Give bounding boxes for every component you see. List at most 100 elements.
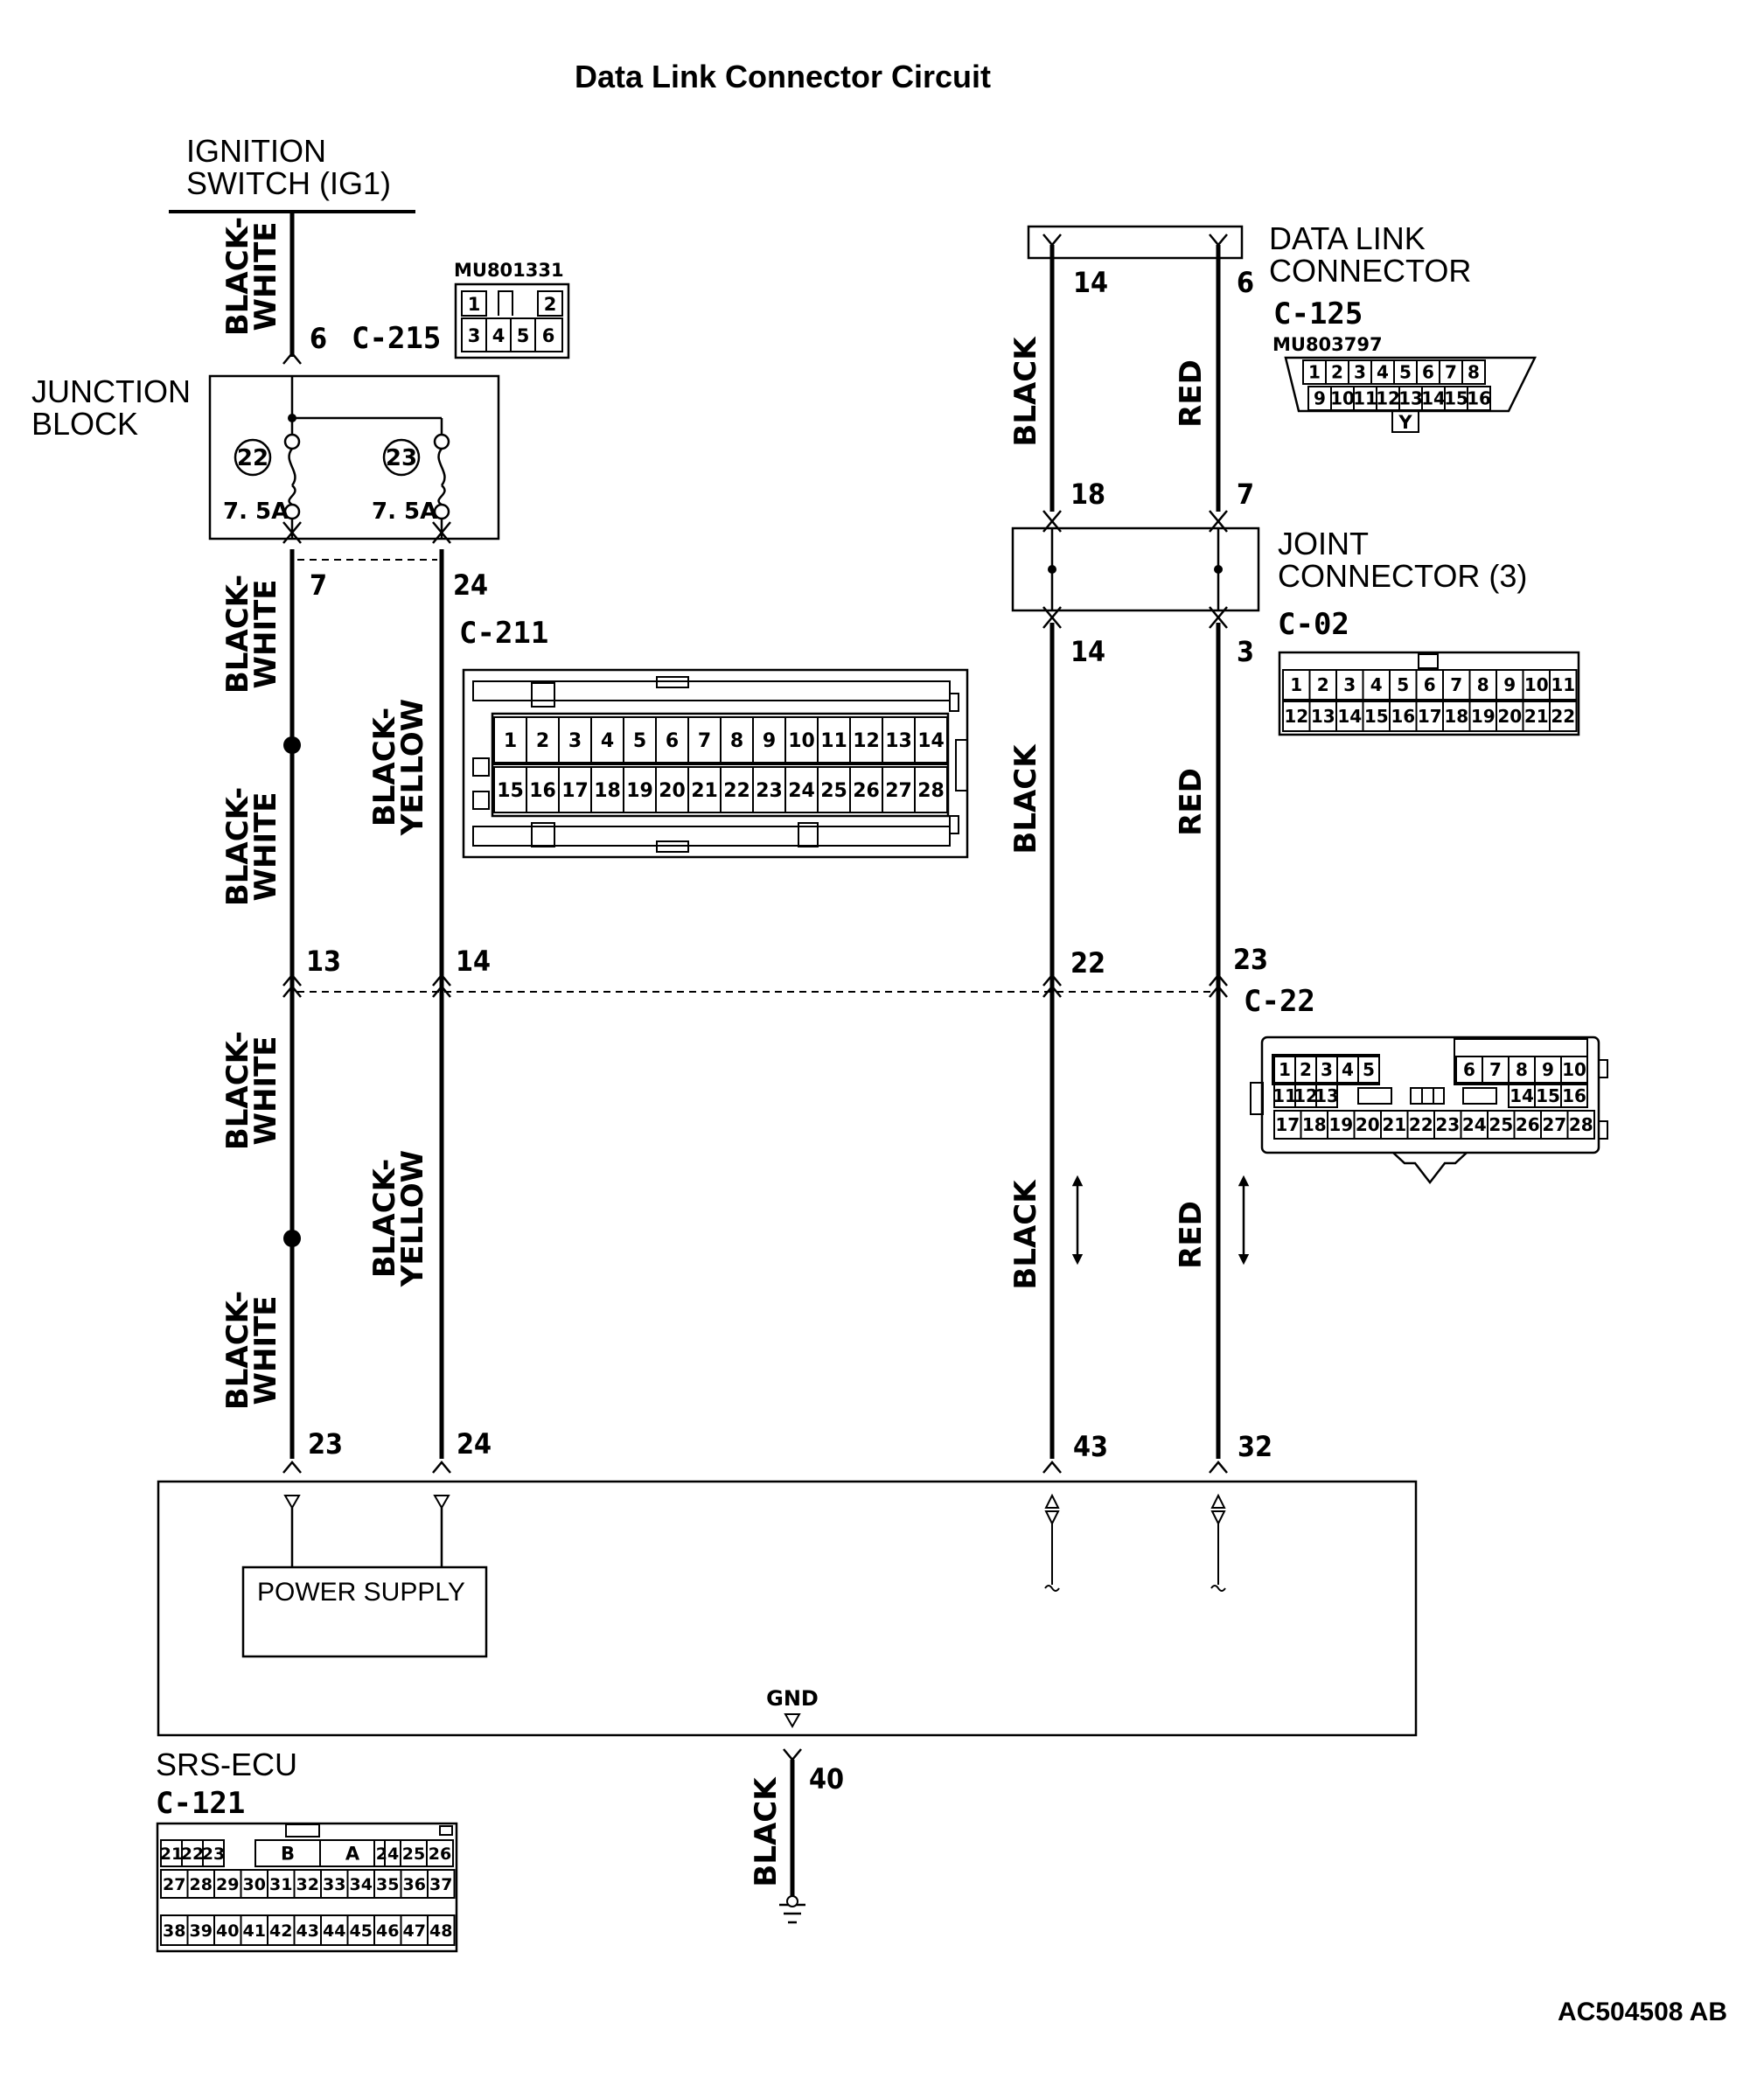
c211-pin-22: 22 bbox=[723, 780, 750, 802]
c22-code: C-22 bbox=[1244, 984, 1315, 1019]
pin-c22-22: 22 bbox=[1070, 946, 1105, 980]
pin-jc-14: 14 bbox=[1070, 635, 1105, 668]
c121-pin-36: 36 bbox=[403, 1875, 426, 1894]
junction-block-label-2: BLOCK bbox=[31, 406, 138, 442]
dlc-pin-6: 6 bbox=[1422, 362, 1434, 383]
terminal-43-symbol bbox=[1044, 1493, 1060, 1592]
svg-text:WHITE: WHITE bbox=[248, 1295, 283, 1405]
c211-code: C-211 bbox=[459, 616, 548, 651]
pin-dlc-14: 14 bbox=[1073, 266, 1108, 299]
c211-pin-13: 13 bbox=[885, 730, 912, 752]
c211-connector-face bbox=[462, 668, 969, 859]
c121-pin-41: 41 bbox=[243, 1921, 266, 1941]
svg-text:YELLOW: YELLOW bbox=[395, 1150, 430, 1287]
ignition-switch: IGNITION SWITCH (IG1) bbox=[169, 133, 415, 213]
c211-pin-4: 4 bbox=[601, 730, 614, 752]
c211-pin-10: 10 bbox=[788, 730, 815, 752]
ignition-switch-label-1: IGNITION bbox=[186, 133, 326, 169]
dlc-pin-15: 15 bbox=[1444, 388, 1468, 409]
c22-cell-5 bbox=[1357, 1056, 1380, 1084]
c215-pin-3: 3 bbox=[468, 325, 481, 346]
c22-cell-13 bbox=[1315, 1084, 1338, 1108]
junction-block: JUNCTION BLOCK 22 7. 5A 23 7. 5A bbox=[31, 373, 500, 540]
c215-pin-4: 4 bbox=[492, 325, 505, 346]
wire-color-label-bw-3: BLACK- WHITE bbox=[220, 787, 283, 906]
c211-pin-18: 18 bbox=[594, 780, 621, 802]
jc-cell-11 bbox=[1549, 669, 1578, 701]
c211-pin-26: 26 bbox=[853, 780, 880, 802]
c22-pin-5: 5 bbox=[1363, 1059, 1375, 1080]
svg-text:WHITE: WHITE bbox=[248, 579, 283, 688]
c121-pin-A: A bbox=[345, 1844, 360, 1865]
c22-pin-21: 21 bbox=[1382, 1114, 1406, 1135]
jc-cell-22 bbox=[1549, 701, 1578, 732]
wire-color-label-bw-4: BLACK- WHITE bbox=[220, 1031, 283, 1150]
c211-pin-9: 9 bbox=[763, 730, 776, 752]
c121-pin-29: 29 bbox=[216, 1875, 239, 1894]
dlc-pin-4: 4 bbox=[1377, 362, 1389, 383]
c121-pin-42: 42 bbox=[269, 1921, 292, 1941]
c22-pin-16: 16 bbox=[1562, 1085, 1586, 1106]
wire-black bbox=[1042, 234, 1062, 1474]
c211-pin-3: 3 bbox=[568, 730, 582, 752]
dlc-pin-10: 10 bbox=[1330, 388, 1355, 409]
c121-pin-45: 45 bbox=[350, 1921, 373, 1941]
wire-color-label-bw-5: BLACK- WHITE bbox=[220, 1291, 283, 1410]
jc-pin-15: 15 bbox=[1364, 706, 1389, 727]
srs-ecu-name: SRS-ECU bbox=[156, 1747, 297, 1782]
wire-color-label-by-1: BLACK- YELLOW bbox=[367, 699, 430, 836]
c22-pin-25: 25 bbox=[1489, 1114, 1513, 1135]
fuse-22-rating: 7. 5A bbox=[223, 499, 289, 525]
pin-dlc-6: 6 bbox=[1237, 266, 1254, 299]
pin-c22-13: 13 bbox=[306, 945, 341, 978]
fuse-23-number: 23 bbox=[386, 445, 417, 471]
dlc-pin-7: 7 bbox=[1445, 362, 1457, 383]
c211-pin-12: 12 bbox=[853, 730, 880, 752]
c22-pin-9: 9 bbox=[1542, 1059, 1554, 1080]
c211-pin-11: 11 bbox=[820, 730, 847, 752]
jc-pin-6: 6 bbox=[1424, 674, 1436, 695]
c22-pin-23: 23 bbox=[1435, 1114, 1460, 1135]
junction-block-label-1: JUNCTION bbox=[31, 373, 191, 409]
jc-pin-2: 2 bbox=[1317, 674, 1329, 695]
svg-text:BLACK-: BLACK- bbox=[220, 1291, 255, 1410]
c215-pin-6: 6 bbox=[542, 325, 555, 346]
pin-ecu-40: 40 bbox=[809, 1762, 844, 1796]
c211-pin-28: 28 bbox=[917, 780, 945, 802]
ignition-switch-label-2: SWITCH (IG1) bbox=[186, 165, 391, 201]
c22-pin-12: 12 bbox=[1293, 1085, 1318, 1106]
c121-cell-26 bbox=[426, 1839, 454, 1867]
c121-pin-39: 39 bbox=[190, 1921, 213, 1941]
c22-pin-10: 10 bbox=[1562, 1059, 1586, 1080]
c22-pin-24: 24 bbox=[1462, 1114, 1487, 1135]
c22-pin-20: 20 bbox=[1356, 1114, 1380, 1135]
pin-ecu-32: 32 bbox=[1238, 1430, 1272, 1463]
c211-pin-15: 15 bbox=[497, 780, 524, 802]
c22-pin-22: 22 bbox=[1409, 1114, 1433, 1135]
dlc-label-1: DATA LINK bbox=[1269, 220, 1426, 256]
pin-c211-24: 24 bbox=[453, 568, 488, 602]
jc-pin-1: 1 bbox=[1290, 674, 1302, 695]
c121-pin-38: 38 bbox=[163, 1921, 185, 1941]
wire-color-label-black-2: BLACK bbox=[1008, 743, 1043, 854]
c215-code: C-215 bbox=[352, 321, 441, 356]
fuse-22: 22 7. 5A bbox=[223, 433, 301, 525]
jc-label-2: CONNECTOR (3) bbox=[1278, 558, 1527, 594]
c121-pin-40: 40 bbox=[216, 1921, 239, 1941]
c211-pin-21: 21 bbox=[691, 780, 718, 802]
c211-pin-7: 7 bbox=[698, 730, 711, 752]
c121-pin-B: B bbox=[281, 1844, 295, 1865]
dlc-pin-14: 14 bbox=[1421, 388, 1446, 409]
c215-pin-5: 5 bbox=[517, 325, 530, 346]
svg-text:WHITE: WHITE bbox=[248, 791, 283, 901]
c215-pin-1: 1 bbox=[468, 294, 481, 315]
pin-c22-23: 23 bbox=[1233, 943, 1268, 976]
c211-pin-14: 14 bbox=[917, 730, 945, 752]
dlc-label-2: CONNECTOR bbox=[1269, 253, 1471, 289]
c211-pin-8: 8 bbox=[730, 730, 743, 752]
power-supply-box bbox=[241, 1566, 488, 1658]
jc-pin-7: 7 bbox=[1450, 674, 1462, 695]
joint-connector: JOINT CONNECTOR (3) C-02 bbox=[1011, 526, 1527, 642]
svg-text:BLACK-: BLACK- bbox=[367, 1159, 402, 1278]
c211-pin-2: 2 bbox=[536, 730, 549, 752]
